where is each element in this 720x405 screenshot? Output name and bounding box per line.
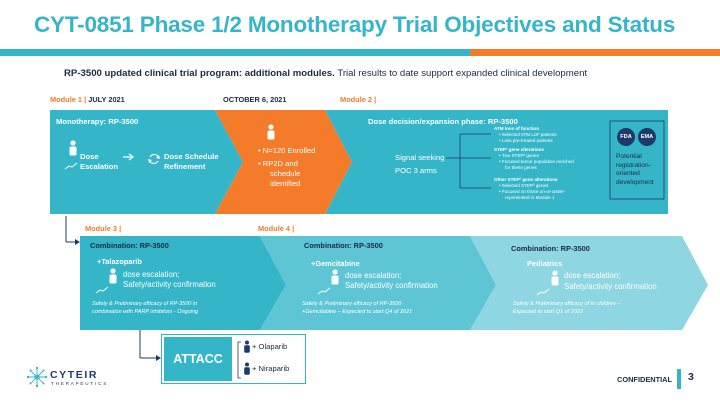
group-other-line3: represented in Module 1	[505, 195, 555, 200]
regulatory-text: Potential registration- oriented develop…	[616, 153, 654, 186]
module2-heading: Dose decision/expansion phase: RP-3500	[368, 117, 518, 126]
module5-chevron	[470, 236, 708, 330]
module2-label: Module 2 |	[340, 95, 377, 104]
rp2d-bullet-3: identified	[270, 179, 301, 188]
row-connector-arrowhead	[75, 239, 80, 245]
group-step-line1: • Two STEP² genes	[499, 153, 539, 158]
dose-schedule-label: Dose Schedule	[164, 152, 219, 161]
ema-badge: EMA	[638, 128, 656, 146]
module3-drug: +Talazoparib	[97, 257, 142, 266]
rp2d-bullet: • RP2D and	[258, 159, 298, 168]
page-number-bar	[677, 369, 681, 389]
attacc-connector	[139, 330, 156, 359]
module4-text2: Safety/activity confirmation	[345, 281, 438, 290]
module3-label: Module 3 |	[85, 224, 122, 233]
person-icon	[244, 362, 250, 375]
cyteir-logo-subtext: THERAPEUTICS	[51, 381, 109, 386]
module3-chevron	[80, 236, 286, 330]
trend-up-icon	[317, 287, 331, 295]
module3-heading: Combination: RP-3500	[90, 241, 169, 250]
person-icon	[267, 124, 275, 140]
module1-label: Module 1 | JULY 2021	[50, 95, 125, 104]
module4-chevron	[260, 236, 496, 330]
refresh-icon	[148, 154, 160, 164]
group-atm-title: ATM loss of function	[494, 126, 540, 131]
october-label: OCTOBER 6, 2021	[223, 95, 287, 104]
group-atm-line2: • Less pre-treated patients	[499, 138, 553, 143]
slide-subtitle: RP-3500 updated clinical trial program: …	[64, 68, 587, 79]
subtitle-bold: RP-3500 updated clinical trial program: …	[64, 68, 335, 79]
arrow-right-icon	[123, 153, 135, 161]
trend-up-icon	[95, 286, 109, 294]
person-icon	[244, 340, 250, 353]
module3-text1: dose escalation;	[123, 270, 180, 279]
module5-text1: dose escalation;	[564, 271, 621, 280]
module5-heading: Combination: RP-3500	[511, 244, 590, 253]
attacc-drug1: + Olaparib	[252, 342, 288, 351]
person-icon	[331, 269, 339, 285]
subtitle-rest: Trial results to date support expanded c…	[334, 68, 588, 79]
group-step-title: STEP² gene alterations	[494, 147, 545, 152]
poc-arms: POC 3 arms	[395, 166, 437, 175]
fda-badge: FDA	[617, 128, 635, 146]
module4-heading: Combination: RP-3500	[304, 241, 383, 250]
module5-text2: Safety/activity confirmation	[564, 282, 657, 291]
attacc-bracket	[237, 341, 241, 379]
group-atm-line1: • Selected ATM LoF patients	[499, 132, 557, 137]
slide-title: CYT-0851 Phase 1/2 Monotherapy Trial Obj…	[34, 12, 676, 37]
rp2d-bullet-2: schedule	[270, 169, 301, 178]
attacc-drug2: + Niraparib	[252, 364, 290, 373]
module5-note: Safety & Preliminary efficacy of in chil…	[513, 301, 621, 316]
group-step-line2: • Focused tumor population enriched	[499, 159, 574, 164]
module3-note: Safety & Preliminary efficacy of RP-3500…	[92, 301, 199, 316]
group-other-line1: • Selected STEP² genes	[499, 183, 549, 188]
bracket-lines	[446, 133, 491, 189]
person-icon	[69, 140, 77, 156]
dose-escalation-label-2: Escalation	[80, 162, 118, 171]
module3-text2: Safety/activity confirmation	[123, 280, 216, 289]
regulatory-box	[609, 120, 665, 200]
enrolled-bullet: • N=120 Enrolled	[258, 146, 316, 155]
signal-seeking: Signal seeking	[395, 153, 445, 162]
group-other-line2: • Focused on those un-or-under-	[499, 189, 566, 194]
module4-label: Module 4 |	[258, 224, 295, 233]
attacc-connector-arrowhead	[156, 355, 161, 361]
row-connector	[65, 216, 75, 243]
dose-schedule-label-2: Refinement	[164, 162, 206, 171]
attacc-label: ATTACC	[173, 352, 223, 366]
accent-bar-teal	[0, 49, 470, 56]
person-icon	[109, 268, 117, 284]
module2-chevron	[325, 110, 668, 214]
module5-drug: Pediatrics	[527, 259, 563, 268]
page-number: 3	[688, 371, 694, 383]
group-step-line3: for these genes	[505, 165, 537, 170]
october-chevron	[215, 110, 352, 214]
trend-up-icon	[536, 288, 550, 296]
person-icon	[551, 270, 559, 286]
dose-escalation-label: Dose	[80, 152, 99, 161]
cyteir-logo-icon	[26, 366, 48, 388]
cyteir-logo-text: CYTEIR	[50, 369, 99, 381]
accent-bar-orange	[470, 49, 720, 56]
module4-note: Safety & Preliminary efficacy of RP-3500…	[302, 301, 413, 316]
trend-up-icon	[64, 162, 78, 170]
attacc-inner	[164, 337, 232, 381]
confidential-label: CONFIDENTIAL	[617, 375, 673, 384]
module4-drug: +Gemcitabine	[311, 259, 360, 268]
module1-heading: Monotherapy: RP-3500	[56, 117, 139, 126]
module1-chevron	[50, 110, 243, 214]
group-other-title: Other STEP² gene alterations	[494, 177, 558, 182]
module4-text1: dose escalation;	[345, 271, 402, 280]
